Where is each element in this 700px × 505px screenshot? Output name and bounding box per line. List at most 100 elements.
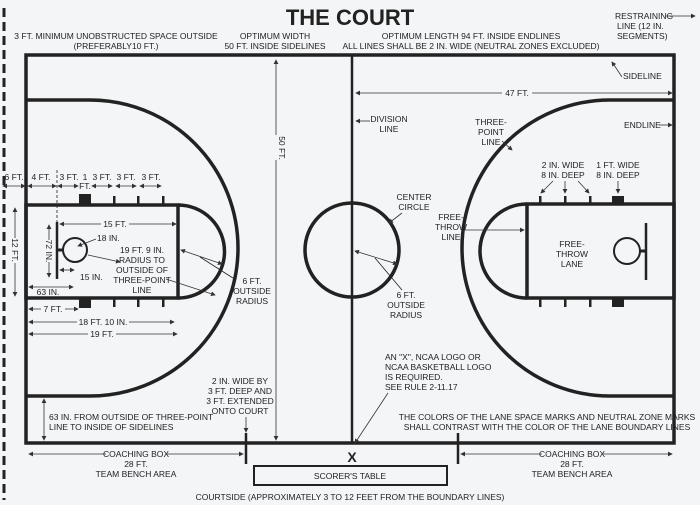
dim-4ft: 4 FT. (32, 172, 51, 182)
center-circle-label: CENTER (397, 192, 432, 202)
dim-3ft: 3 FT. (142, 172, 161, 182)
dim-radius-label-2: RADIUS TO (119, 255, 165, 265)
free-throw-lane-label: FREE- (559, 239, 585, 249)
space-note-2: (PREFERABLY10 FT.) (74, 41, 159, 51)
center-x-mark: X (347, 449, 357, 465)
dim-3ft: 3 FT. (93, 172, 112, 182)
dim-18ft-10in: 18 FT. 10 IN. (79, 317, 128, 327)
width-note-2: 50 FT. INSIDE SIDELINES (224, 41, 325, 51)
page-title: THE COURT (286, 5, 415, 30)
center-circle-label-2: CIRCLE (398, 202, 430, 212)
lane-mark-2in-label-2: 8 IN. DEEP (541, 170, 585, 180)
dim-19ft: 19 FT. (90, 329, 114, 339)
center-radius-label-3: RADIUS (390, 310, 422, 320)
three-point-label: THREE- (475, 117, 507, 127)
dim-15ft: 15 FT. (103, 219, 127, 229)
half-length-label: 47 FT. (505, 88, 529, 98)
restraining-label-3: SEGMENTS) (617, 31, 668, 41)
dim-6ft: 6 FT. (5, 172, 24, 182)
arrow (388, 212, 403, 224)
division-label-2: LINE (380, 124, 399, 134)
leader (374, 257, 403, 291)
coaching-box-right-label-3: TEAM BENCH AREA (532, 469, 613, 479)
dim-radius-label-3: OUTSIDE OF (116, 265, 168, 275)
three-point-line-right (460, 98, 674, 398)
three-point-label-3: LINE (482, 137, 501, 147)
free-throw-lane-label-3: LANE (561, 259, 584, 269)
three-point-label-2: POINT (478, 127, 504, 137)
lane-mark-1ft-label-2: 8 IN. DEEP (596, 170, 640, 180)
free-throw-line-label-2: THROW (435, 222, 467, 232)
free-throw-line-label-3: LINE (442, 232, 461, 242)
three-point-arrow (501, 140, 513, 151)
dim-3ft: 3 FT. (117, 172, 136, 182)
coaching-box-left-label-3: TEAM BENCH AREA (96, 469, 177, 479)
logo-note-3: IS REQUIRED. (385, 372, 443, 382)
restraining-label-2: LINE (12 IN. (617, 21, 664, 31)
logo-note-2: NCAA BASKETBALL LOGO (385, 362, 492, 372)
dim-radius-label-5: LINE (133, 285, 152, 295)
three-point-line-left (26, 98, 240, 398)
dim-15in: 15 IN. (80, 272, 103, 282)
center-radius-label: 6 FT. (397, 290, 416, 300)
neutral-mark-note-4: ONTO COURT (212, 406, 269, 416)
scorers-table-label: SCORER'S TABLE (314, 471, 386, 481)
lines-note: ALL LINES SHALL BE 2 IN. WIDE (NEUTRAL Z… (343, 41, 600, 51)
restraining-label: RESTRAINING (615, 11, 673, 21)
dim-63in: 63 IN. (37, 287, 60, 297)
width-label: 50 FT. (277, 136, 287, 160)
lane-mark-2in-label: 2 IN. WIDE (542, 160, 585, 170)
sideline-distance-note-2: LINE TO INSIDE OF SIDELINES (49, 422, 174, 432)
dim-1ft: 1 (83, 172, 88, 182)
division-label: DIVISION (370, 114, 407, 124)
dim-radius-label: 19 FT. 9 IN. (120, 245, 164, 255)
neutral-mark-note-2: 3 FT. DEEP AND (208, 386, 272, 396)
dim-18in: 18 IN. (97, 233, 120, 243)
sideline-arrow (611, 61, 623, 78)
dim-radius-label-4: THREE-POINT (113, 275, 171, 285)
contrast-note: THE COLORS OF THE LANE SPACE MARKS AND N… (399, 412, 696, 422)
space-note: 3 FT. MINIMUM UNOBSTRUCTED SPACE OUTSIDE (14, 31, 218, 41)
coaching-box-right-label-2: 28 FT. (560, 459, 584, 469)
free-throw-lane-left (24, 203, 180, 300)
center-radius-arrow (354, 249, 398, 266)
free-throw-lane-right (525, 202, 676, 300)
length-note: OPTIMUM LENGTH 94 FT. INSIDE ENDLINES (382, 31, 561, 41)
free-throw-circle-left (177, 203, 227, 300)
coaching-box-left-label: COACHING BOX (103, 449, 169, 459)
basket-left (62, 237, 88, 263)
coaching-box-right-label: COACHING BOX (539, 449, 605, 459)
sideline-distance-note: 63 IN. FROM OUTSIDE OF THREE-POINT (49, 412, 213, 422)
neutral-mark-note: 2 IN. WIDE BY (212, 376, 269, 386)
lane-dimensions-left: 6 FT. 4 FT. 3 FT. 1 FT. 3 FT. 3 FT. 3 FT… (2, 170, 271, 339)
dim-7ft: 7 FT. (44, 304, 63, 314)
center-circle (303, 201, 401, 299)
logo-arrow (354, 392, 389, 444)
coaching-box-left-label-2: 28 FT. (124, 459, 148, 469)
lane-marks-left (79, 194, 165, 308)
endline-label: ENDLINE (624, 120, 661, 130)
free-throw-lane-label-2: THROW (556, 249, 588, 259)
center-radius-label-2: OUTSIDE (387, 300, 425, 310)
contrast-note-2: SHALL CONTRAST WITH THE COLOR OF THE LAN… (404, 422, 691, 432)
logo-note: AN "X", NCAA LOGO OR (385, 352, 481, 362)
arrow (577, 180, 590, 194)
lane-mark-1ft-label: 1 FT. WIDE (596, 160, 640, 170)
scorers-table (253, 465, 448, 486)
lane-radius-label-3: RADIUS (236, 296, 268, 306)
dim-1ft-unit: FT. (79, 181, 91, 191)
basket-right (613, 237, 641, 265)
dim-3ft: 3 FT. (60, 172, 79, 182)
free-throw-circle-right (478, 202, 528, 300)
dim-72in: 72 IN. (44, 240, 54, 263)
free-throw-line-label: FREE- (438, 212, 464, 222)
logo-note-4: SEE RULE 2-11.17 (385, 382, 458, 392)
lane-radius-label-2: OUTSIDE (233, 286, 271, 296)
arrow (540, 180, 554, 194)
neutral-mark-note-3: 3 FT. EXTENDED (206, 396, 274, 406)
dim-12ft: 12 FT. (10, 238, 20, 262)
lane-marks-right (539, 196, 624, 307)
lane-radius-label: 6 FT. (243, 276, 262, 286)
width-note: OPTIMUM WIDTH (240, 31, 310, 41)
